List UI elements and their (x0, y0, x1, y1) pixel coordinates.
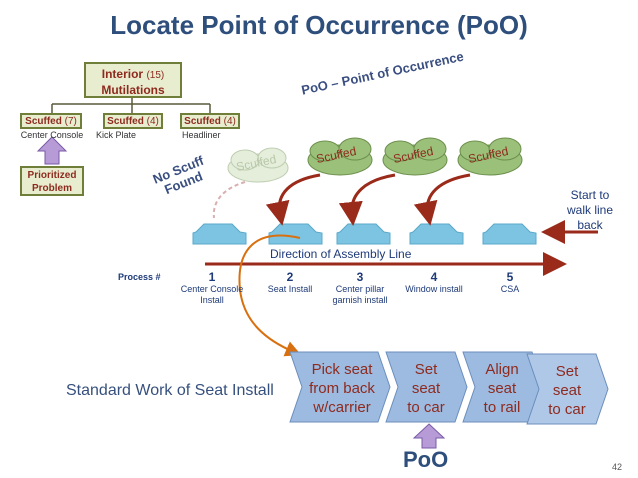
step-1-line3: w/carrier (313, 399, 371, 416)
start-walk-line2: walk line (566, 203, 614, 217)
process-1-line2: Install (200, 295, 224, 305)
step-4-line2: seat (552, 382, 582, 399)
chevron-4 (526, 353, 609, 425)
child-box-2: Scuffed (4) (103, 113, 163, 129)
child-3-label: Scuffed (184, 116, 221, 127)
car-4 (409, 223, 464, 245)
step-1-line1: Pick seat (311, 361, 373, 378)
scuff-arrow-2 (338, 173, 396, 226)
child-3-count: (4) (223, 116, 236, 127)
root-label-line1: Interior (101, 67, 144, 81)
root-box-interior-mutilations: Interior (15) Mutilations (84, 62, 182, 98)
process-name-1: Center Console Install (172, 284, 252, 306)
child-box-1: Scuffed (7) (20, 113, 82, 129)
direction-label: Direction of Assembly Line (270, 247, 412, 261)
start-walk-back-label: Start to walk line back (556, 188, 624, 233)
standard-work-label: Standard Work of Seat Install (66, 382, 274, 399)
step-3-text: Align seat to rail (469, 360, 535, 417)
process-num-4: 4 (430, 270, 438, 284)
process-name-3: Center pillar garnish install (320, 284, 400, 306)
process-num-3: 3 (356, 270, 364, 284)
poo-up-arrow (412, 423, 446, 449)
process-5-line1: CSA (500, 284, 520, 294)
prioritized-line1: Prioritized (27, 170, 77, 181)
process-4-line1: Window install (405, 284, 463, 294)
process-name-4: Window install (394, 284, 474, 295)
poo-marker-label: PoO (403, 447, 449, 472)
step-2-line3: to car (407, 399, 445, 416)
car-2 (268, 223, 323, 245)
cloud-1 (307, 137, 373, 176)
process-3-line2: garnish install (332, 295, 388, 305)
step-4-text: Set seat to car (534, 362, 600, 419)
start-walk-line3: back (577, 218, 603, 232)
step-1-text: Pick seat from back w/carrier (300, 360, 384, 417)
child-2-label: Scuffed (107, 116, 144, 127)
process-3-line1: Center pillar (335, 284, 385, 294)
process-name-5: CSA (470, 284, 550, 295)
cloud-faded (227, 147, 289, 183)
child-box-3: Scuffed (4) (180, 113, 240, 129)
root-label-line2: Mutilations (101, 83, 165, 97)
process-num-5: 5 (506, 270, 514, 284)
child-3-sub: Headliner (182, 130, 221, 140)
process-1-line1: Center Console (180, 284, 244, 294)
child-1-label: Scuffed (25, 116, 62, 127)
car-5 (482, 223, 537, 245)
poo-link-arrow (238, 234, 302, 357)
prioritized-line2: Problem (31, 183, 72, 194)
process-num-1: 1 (208, 270, 216, 284)
child-1-sub: Center Console (20, 130, 84, 140)
scuff-arrow-3 (413, 173, 471, 226)
start-walk-line1: Start to (570, 188, 610, 202)
page-title: Locate Point of Occurrence (PoO) (110, 10, 528, 40)
child-2-count: (4) (146, 116, 159, 127)
chevron-2 (385, 351, 468, 423)
step-3-line3: to rail (483, 399, 521, 416)
step-2-text: Set seat to car (393, 360, 459, 417)
step-3-line1: Align (485, 361, 519, 378)
process-2-line1: Seat Install (267, 284, 313, 294)
prioritized-arrow (36, 136, 68, 165)
process-header: Process # (118, 272, 161, 282)
step-2-line1: Set (414, 361, 438, 378)
step-4-line1: Set (555, 363, 579, 380)
step-3-line2: seat (487, 380, 517, 397)
step-1-line2: from back (309, 380, 375, 397)
page-number: 42 (612, 462, 623, 472)
root-count: (15) (146, 70, 165, 81)
cloud-2 (382, 137, 448, 176)
process-name-2: Seat Install (250, 284, 330, 295)
step-4-line3: to car (548, 401, 586, 418)
scuff-arrow-1 (265, 173, 321, 226)
chevron-1 (289, 351, 391, 423)
car-1 (192, 223, 247, 245)
prioritized-problem-box: Prioritized Problem (20, 166, 84, 196)
child-1-count: (7) (64, 116, 77, 127)
tree-connectors (51, 98, 211, 113)
cloud-3 (457, 137, 523, 176)
step-2-line2: seat (411, 380, 441, 397)
process-num-2: 2 (286, 270, 294, 284)
car-3 (336, 223, 391, 245)
scuff-arrow-faded (212, 181, 246, 219)
child-2-sub: Kick Plate (96, 130, 137, 140)
